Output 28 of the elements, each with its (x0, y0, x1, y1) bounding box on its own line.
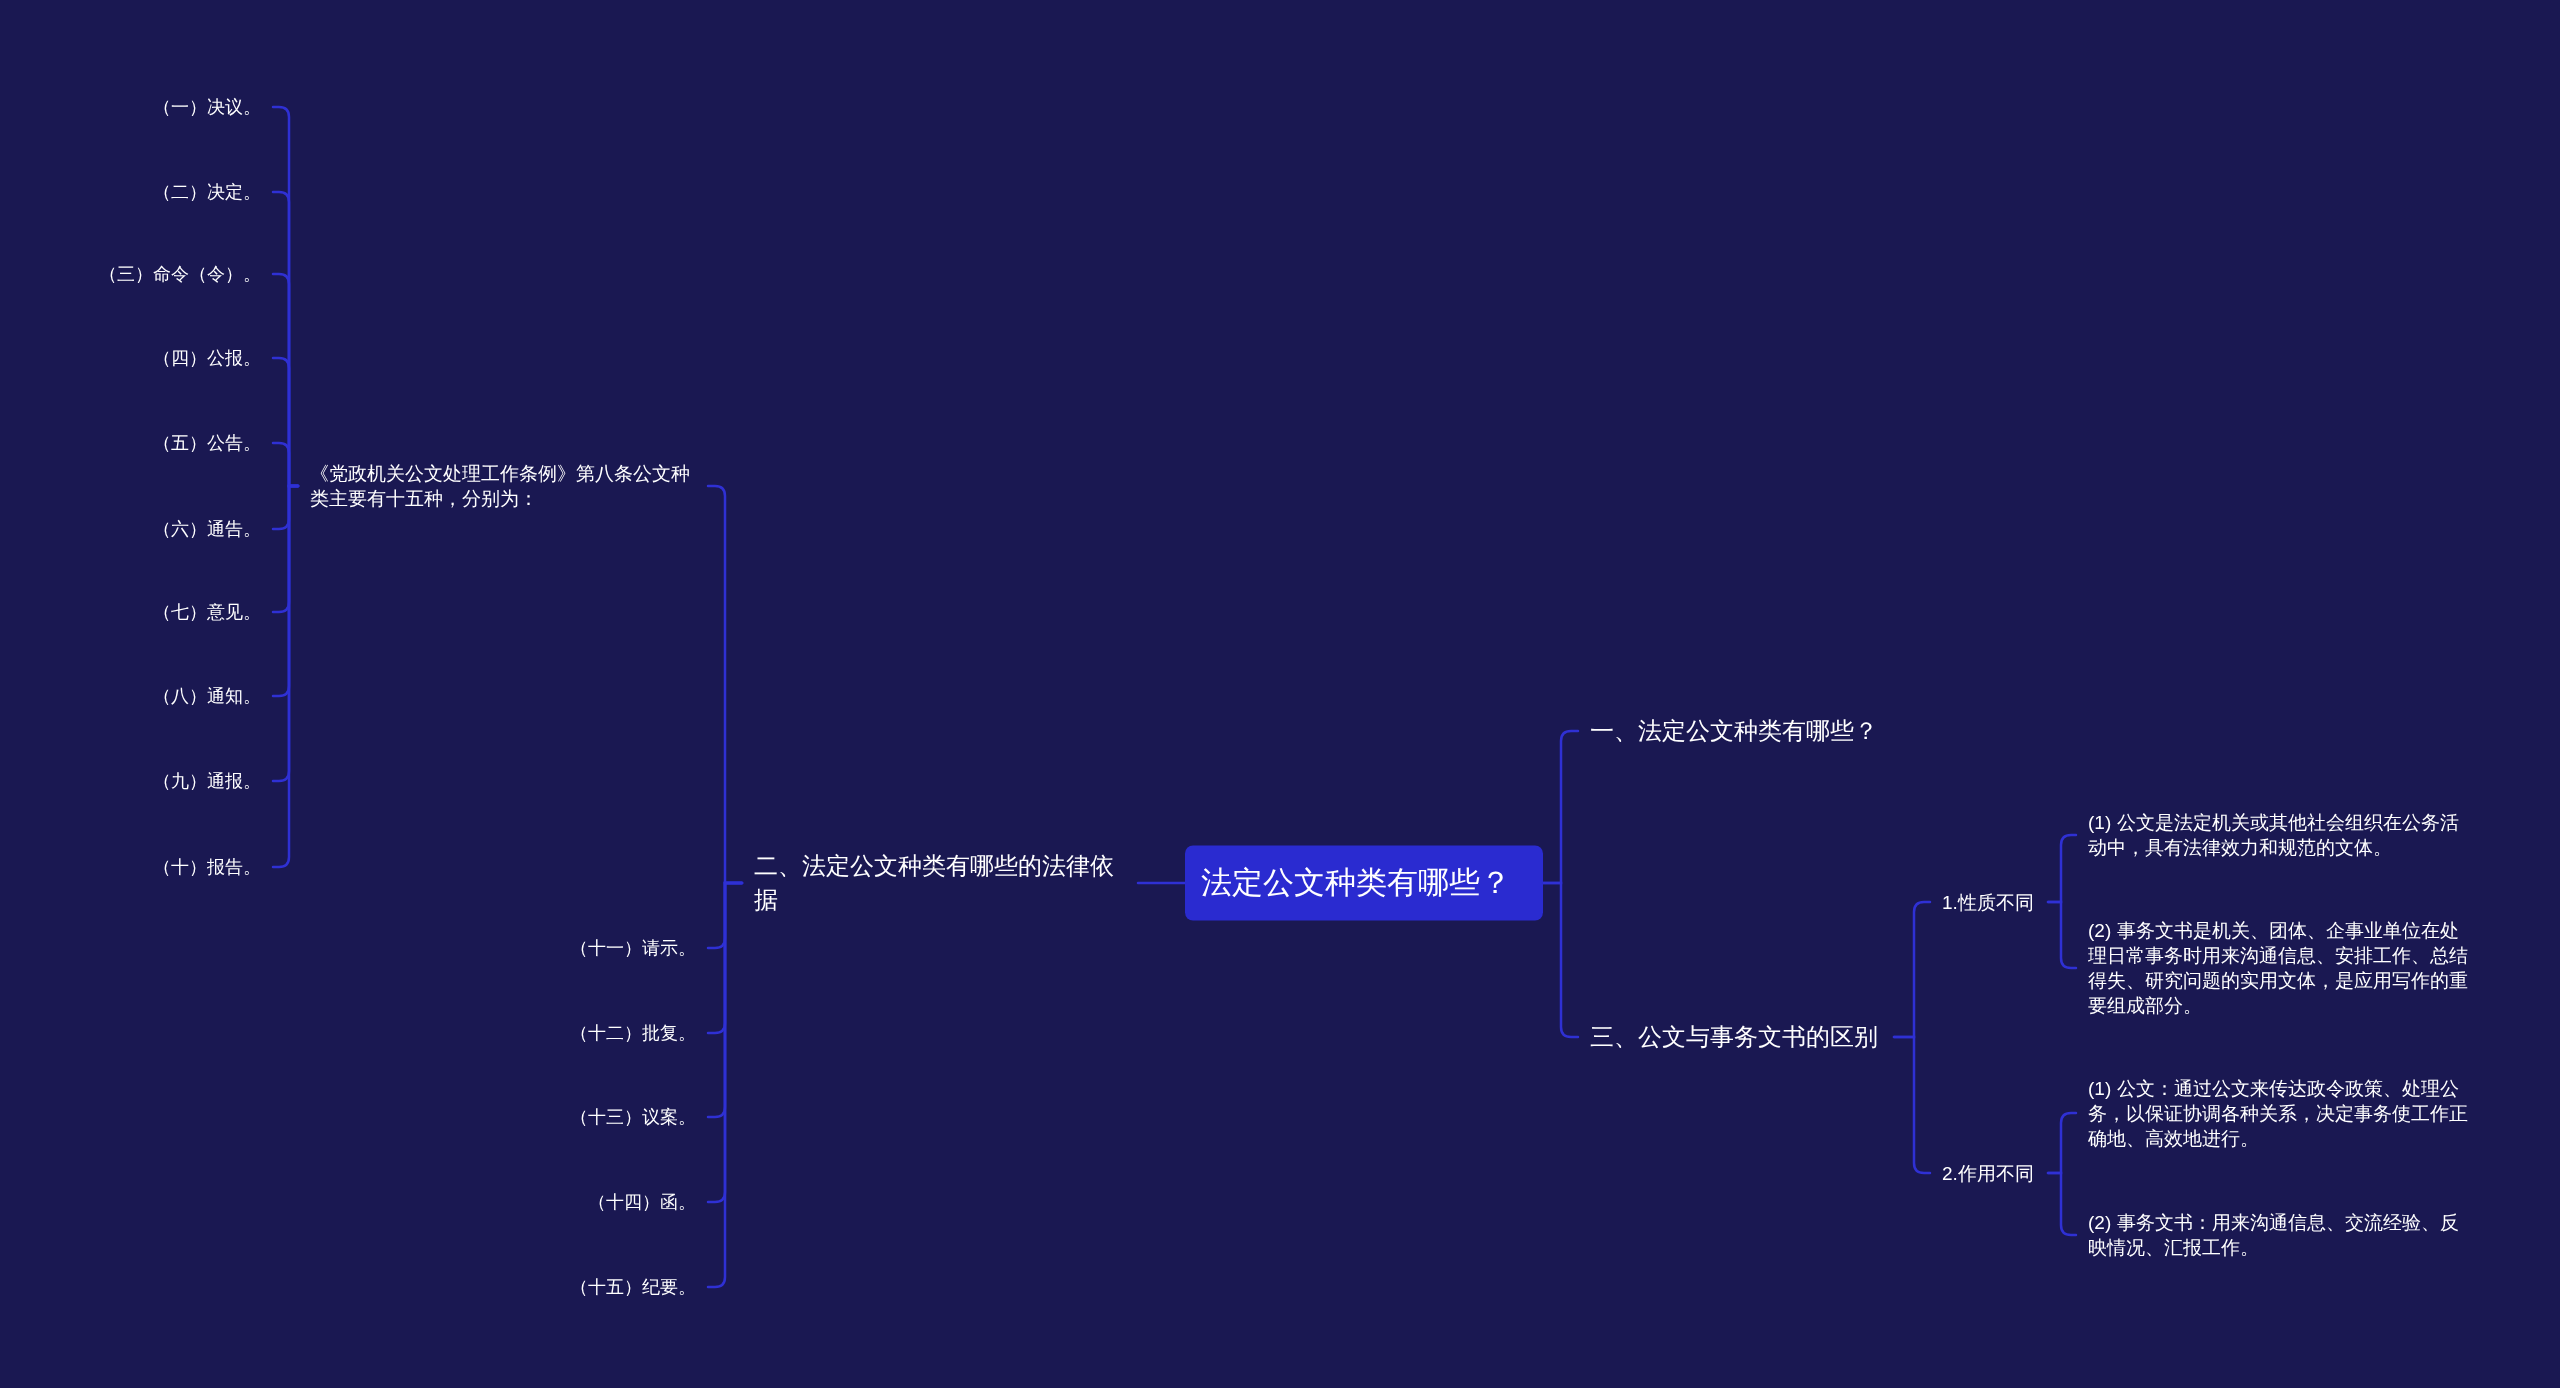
list-item-label: （五）公告。 (53, 431, 273, 455)
list-item-label: （十四）函。 (488, 1190, 708, 1214)
list-item-label: （二）决定。 (53, 180, 273, 204)
topic-text: (1) 公文是法定机关或其他社会组织在公务活动中，具有法律效力和规范的文体。 (2076, 810, 2486, 860)
list-item-label: （七）意见。 (53, 600, 273, 624)
central-topic-box: 法定公文种类有哪些？ (1185, 845, 1543, 921)
branch-topic-label: 三、公文与事务文书的区别 (1578, 1020, 1894, 1054)
branch-topic-label: 二、法定公文种类有哪些的法律依据 (742, 849, 1138, 917)
list-item-label: （十二）批复。 (488, 1021, 708, 1045)
list-item-label: （十一）请示。 (488, 936, 708, 960)
branch-topic-label: 一、法定公文种类有哪些？ (1578, 714, 1894, 748)
list-item-label: （十）报告。 (53, 855, 273, 879)
subtopic-label: 2.作用不同 (1930, 1160, 2048, 1186)
list-item-label: （十五）纪要。 (488, 1275, 708, 1299)
list-item-label: （九）通报。 (53, 769, 273, 793)
connector-line (1541, 881, 1580, 1039)
list-item-label: （十三）议案。 (488, 1105, 708, 1129)
topic-text: (2) 事务文书是机关、团体、企事业单位在处理日常事务时用来沟通信息、安排工作、总结得失、研究问题的实用文体，是应用写作的重要组成部分。 (2076, 918, 2486, 1018)
subtopic-label: 1.性质不同 (1930, 889, 2048, 915)
list-item-label: （六）通告。 (53, 517, 273, 541)
topic-text: 《党政机关公文处理工作条例》第八条公文种类主要有十五种，分别为： (298, 461, 708, 511)
list-item-label: （八）通知。 (53, 684, 273, 708)
list-item-label: （一）决议。 (53, 95, 273, 119)
list-item-label: （四）公报。 (53, 346, 273, 370)
topic-text: (1) 公文：通过公文来传达政令政策、处理公务，以保证协调各种关系，决定事务使工作正确地、高效地进行。 (2076, 1075, 2486, 1151)
topic-text: (2) 事务文书：用来沟通信息、交流经验、反映情况、汇报工作。 (2076, 1210, 2486, 1260)
connector-line (1136, 881, 1187, 885)
list-item-label: （三）命令（令）。 (53, 262, 273, 286)
